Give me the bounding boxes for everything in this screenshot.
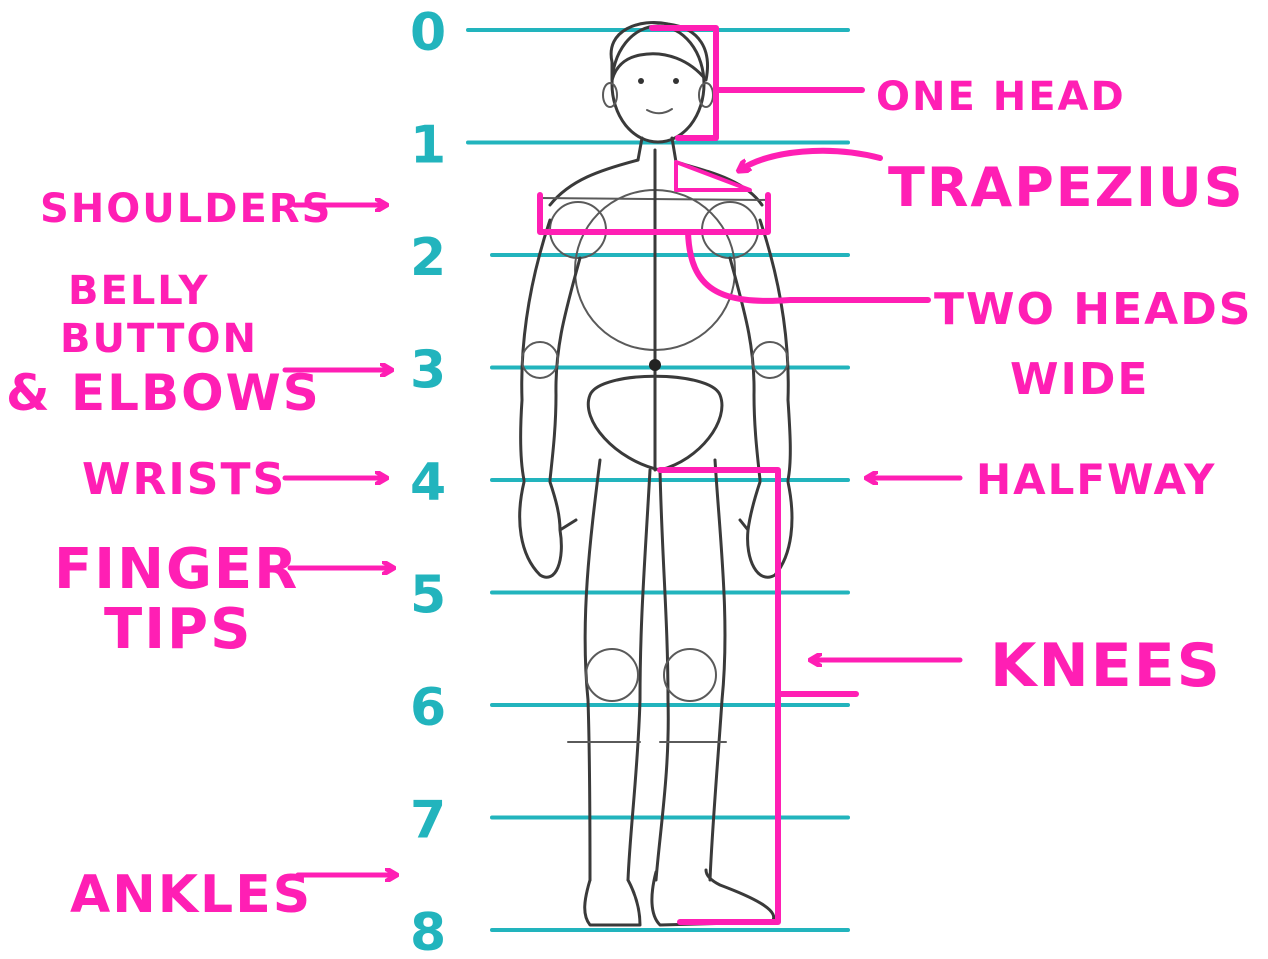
- right-arm: [730, 220, 790, 480]
- two-heads-connector: [688, 232, 928, 301]
- head-level-numbers: 0 1 2 3 4 5 6 7 8: [410, 3, 446, 959]
- mouth: [647, 109, 672, 113]
- belly-button: [649, 359, 661, 371]
- level-number-0: 0: [410, 3, 446, 63]
- level-number-1: 1: [410, 116, 446, 176]
- right-ear: [699, 83, 713, 107]
- label-trapezius: TRAPEZIUS: [888, 156, 1245, 219]
- head: [612, 26, 704, 142]
- level-number-3: 3: [410, 341, 446, 401]
- label-one-head: ONE HEAD: [876, 74, 1126, 120]
- right-knee: [664, 649, 716, 701]
- label-two-heads-line2: WIDE: [1010, 354, 1149, 405]
- label-ankles: ANKLES: [70, 865, 312, 925]
- level-number-7: 7: [410, 791, 446, 851]
- label-wrists: WRISTS: [82, 454, 286, 505]
- level-number-4: 4: [410, 453, 446, 513]
- label-belly-line3: & ELBOWS: [6, 364, 321, 422]
- right-hand: [740, 482, 792, 577]
- left-knee: [586, 649, 638, 701]
- trapezius-arrow: [740, 151, 880, 170]
- legs-bracket: [660, 470, 778, 922]
- left-hand: [520, 482, 576, 577]
- label-halfway: HALFWAY: [976, 455, 1216, 504]
- label-knees: KNEES: [990, 631, 1222, 701]
- left-arm: [521, 220, 580, 480]
- figure-sketch: [520, 23, 792, 925]
- left-foot: [585, 880, 640, 925]
- left-eye: [638, 78, 644, 84]
- left-elbow: [522, 342, 558, 378]
- right-eye: [673, 78, 679, 84]
- label-two-heads-line1: TWO HEADS: [934, 284, 1252, 335]
- labels: SHOULDERS BELLY BUTTON & ELBOWS WRISTS F…: [6, 74, 1252, 925]
- right-elbow: [752, 342, 788, 378]
- label-belly-line1: BELLY: [68, 268, 210, 314]
- label-finger-line2: TIPS: [104, 597, 252, 662]
- left-ear: [603, 83, 617, 107]
- label-shoulders: SHOULDERS: [40, 186, 332, 232]
- level-number-6: 6: [410, 678, 446, 738]
- level-number-5: 5: [410, 566, 446, 626]
- label-finger-line1: FINGER: [54, 537, 299, 602]
- level-number-2: 2: [410, 228, 446, 288]
- label-belly-line2: BUTTON: [60, 316, 258, 362]
- right-foot: [652, 870, 774, 925]
- label-arrows: [285, 205, 960, 875]
- level-number-8: 8: [410, 903, 446, 959]
- trapezius-triangle: [676, 162, 750, 190]
